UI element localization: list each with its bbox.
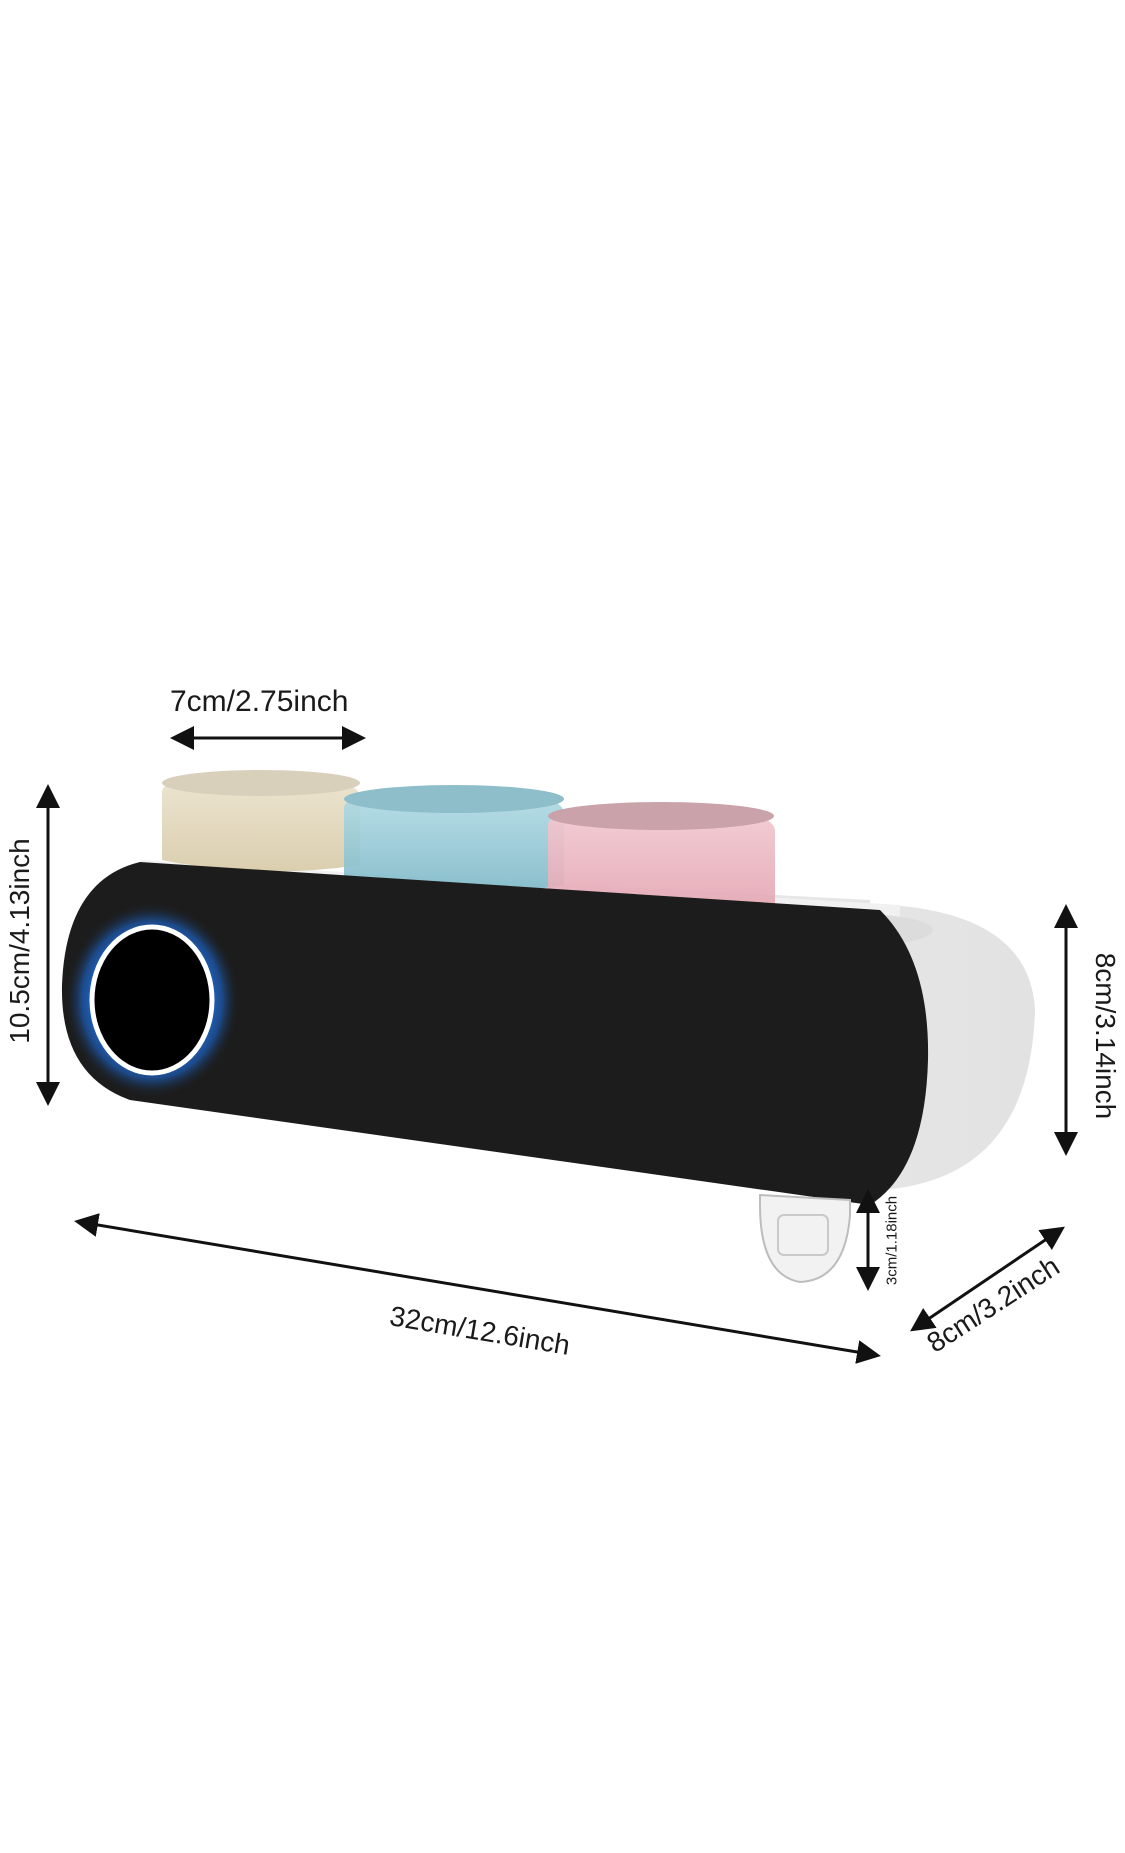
sensor-ring-icon bbox=[64, 902, 240, 1098]
hook-height-label: 3cm/1.18inch bbox=[883, 1195, 901, 1286]
cup-width-label: 7cm/2.75inch bbox=[170, 685, 349, 718]
body-height-label: 8cm/3.14inch bbox=[1090, 952, 1121, 1120]
depth-arrow bbox=[910, 1226, 1065, 1332]
cup-blue bbox=[344, 785, 564, 894]
holder-front-panel bbox=[61, 862, 929, 1205]
cup-beige bbox=[162, 770, 360, 872]
cup-pink bbox=[548, 802, 775, 914]
mounting-hook bbox=[759, 1193, 851, 1284]
total-height-label: 10.5cm/4.13inch bbox=[4, 838, 35, 1044]
total-length-arrow bbox=[74, 1213, 881, 1364]
